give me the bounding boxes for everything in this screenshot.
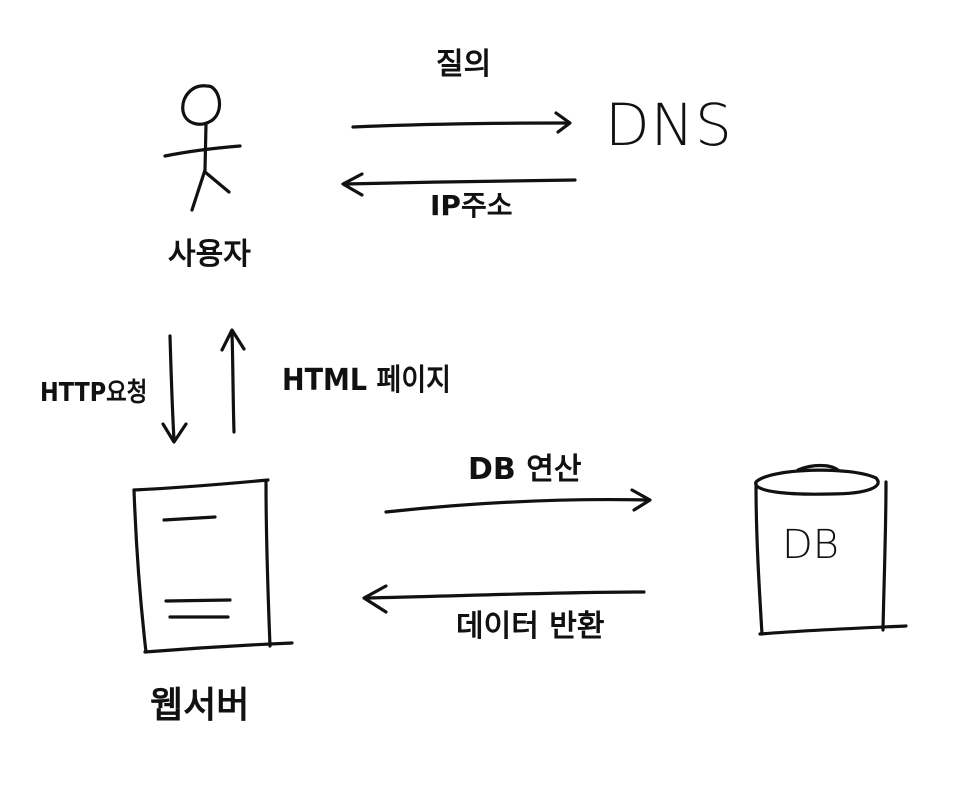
node-label-web-server: 웹서버	[150, 685, 250, 726]
db-right-side	[881, 480, 888, 632]
server-right-side	[264, 480, 272, 648]
arrow-data-return	[362, 584, 646, 614]
db-top-flourish	[796, 463, 840, 472]
db-left-side	[754, 482, 764, 636]
server-top-edge	[132, 478, 270, 492]
server-bottom-edge	[143, 641, 294, 654]
server-line-2	[164, 598, 232, 603]
figure-right-leg	[203, 170, 231, 194]
node-label-dns: DNS	[605, 91, 733, 159]
stick-figure-icon	[163, 84, 242, 212]
figure-left-leg	[190, 168, 207, 212]
edge-label-html-page: HTML 페이지	[282, 363, 452, 398]
db-top-ellipse	[754, 468, 880, 496]
arrow-db-operation	[384, 488, 652, 514]
arrow-html-page	[220, 328, 246, 434]
edge-label-ip-address: IP주소	[430, 189, 513, 222]
database-cylinder-icon	[754, 463, 908, 636]
arrow-ip-address	[341, 172, 577, 197]
figure-body	[203, 122, 208, 172]
arrow-query	[351, 111, 572, 134]
edge-label-query: 질의	[436, 47, 492, 82]
server-document-icon	[132, 478, 294, 654]
server-line-1	[162, 515, 217, 522]
figure-head	[181, 84, 222, 126]
edge-label-data-return: 데이터 반환	[456, 609, 605, 644]
edge-label-http-request: HTTP요청	[40, 378, 148, 408]
node-label-db: DB	[782, 522, 839, 568]
db-bottom-edge	[758, 624, 908, 636]
figure-arms	[163, 144, 242, 158]
edge-label-db-operation: DB 연산	[468, 452, 582, 487]
arrow-http-request	[161, 334, 188, 444]
server-left-side	[132, 488, 148, 654]
node-label-user: 사용자	[168, 237, 251, 272]
